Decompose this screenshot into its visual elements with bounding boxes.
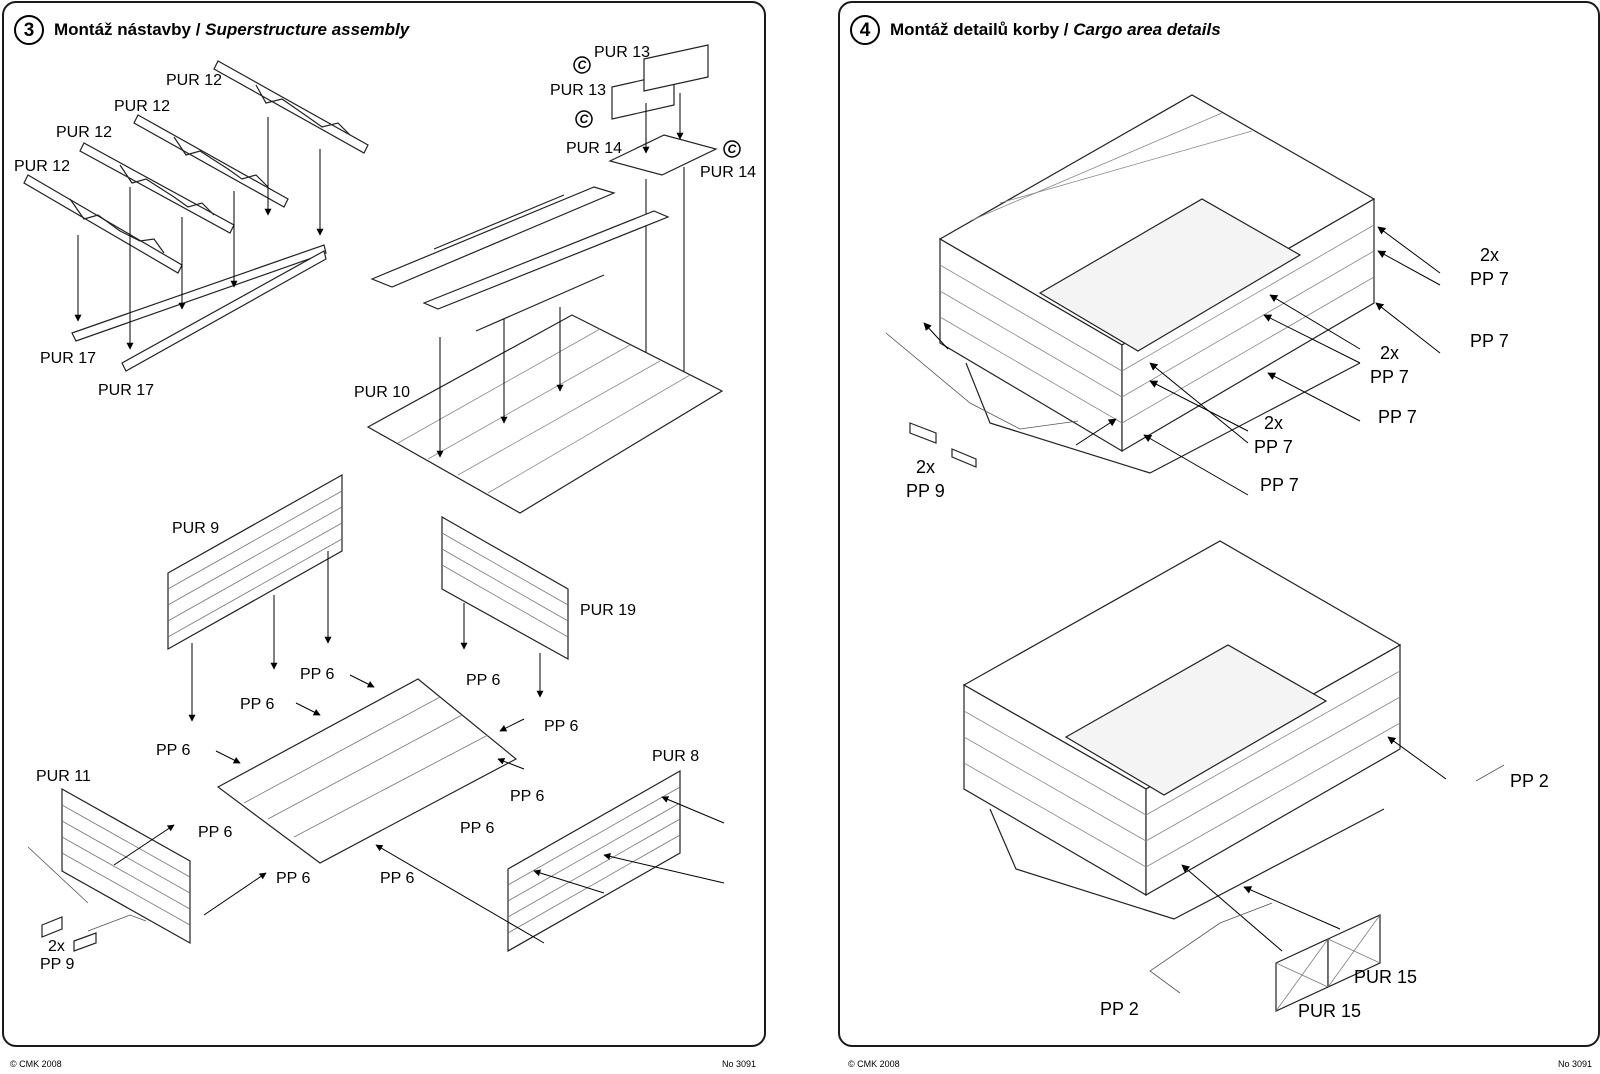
label-pur15-b: PUR 15 (1298, 1001, 1361, 1021)
pp7-arrows (923, 226, 1447, 952)
label-pur13-b: PUR 13 (550, 82, 606, 99)
label-pur14-b: PUR 14 (700, 164, 756, 181)
label-pur17-b: PUR 17 (98, 382, 154, 399)
pur12-frame-4 (213, 60, 369, 154)
pur17-rail-1 (71, 244, 327, 342)
step-4-panel: 4 Montáž detailů korby / Cargo area deta… (838, 1, 1600, 1047)
pur12-frame-3 (133, 114, 289, 208)
label-pp7-c: PP 7 (1370, 367, 1409, 387)
label-pp6-8: PP 6 (198, 824, 233, 841)
label-pp7-d: PP 7 (1378, 407, 1417, 427)
pur12-arrows (74, 117, 324, 350)
label-pur19: PUR 19 (580, 602, 636, 619)
label-2x-c: 2x (1264, 413, 1283, 433)
label-pur12-a: PUR 12 (166, 72, 222, 89)
pur11-end-panel (61, 787, 191, 945)
label-2x: 2x (48, 938, 65, 955)
pp9-plate-1 (909, 422, 937, 444)
label-pp9: PP 9 (906, 481, 945, 501)
label-pp6-7: PP 6 (460, 820, 495, 837)
label-pp2-b: PP 2 (1100, 999, 1139, 1019)
step-4-header: 4 Montáž detailů korby / Cargo area deta… (850, 15, 1221, 45)
pur19-end-panel (441, 515, 569, 661)
label-pp6-5: PP 6 (156, 742, 191, 759)
label-pur10: PUR 10 (354, 384, 410, 401)
step-3-title-en: Superstructure assembly (205, 20, 410, 39)
footer-number-left: No 3091 (722, 1059, 757, 1069)
pur12-frame-1 (23, 174, 183, 274)
label-pp6-2: PP 6 (466, 672, 501, 689)
pur8-side-panel (507, 769, 681, 953)
pp9-plate-2 (951, 448, 977, 468)
step-4-title-en: Cargo area details (1073, 20, 1221, 39)
label-pp6-4: PP 6 (544, 718, 579, 735)
label-pp7-a: PP 7 (1470, 269, 1509, 289)
pp9-part-2 (73, 932, 97, 952)
pur10-frame (370, 186, 670, 332)
pur12-frame-2 (79, 142, 235, 234)
pur10-floor (366, 314, 724, 514)
label-pur14-a: PUR 14 (566, 140, 622, 157)
step-3-title: Montáž nástavby / Superstructure assembl… (54, 20, 409, 40)
label-pur17-a: PUR 17 (40, 350, 96, 367)
footer-number-right: No 3091 (1558, 1059, 1593, 1069)
wagon-body-upper (938, 94, 1376, 474)
superstructure-assembly-drawing: PUR 12 PUR 12 PUR 12 PUR 12 PUR 17 PUR 1… (14, 44, 756, 973)
label-pp7-f: PP 7 (1260, 475, 1299, 495)
label-pp6-9: PP 6 (276, 870, 311, 887)
cement-mark-2: C (580, 112, 589, 126)
label-pur8: PUR 8 (652, 748, 699, 765)
pur17-rail-2 (121, 250, 327, 372)
label-pp9: PP 9 (40, 956, 75, 973)
label-pur12-d: PUR 12 (14, 158, 70, 175)
label-2x-a: 2x (1480, 245, 1499, 265)
label-pur15-a: PUR 15 (1354, 967, 1417, 987)
cement-mark-3: C (728, 142, 737, 156)
label-pp6-3: PP 6 (240, 696, 275, 713)
wagon-body-lower (962, 540, 1402, 920)
label-pp6-1: PP 6 (300, 666, 335, 683)
step-3-header: 3 Montáž nástavby / Superstructure assem… (14, 15, 409, 45)
cement-mark-1: C (578, 58, 587, 72)
step-4-title-cz: Montáž detailů korby / (890, 20, 1074, 39)
label-pp7-b: PP 7 (1470, 331, 1509, 351)
footer-copyright-left: © CMK 2008 (10, 1059, 62, 1069)
label-pur12-c: PUR 12 (56, 124, 112, 141)
label-pur13-a: PUR 13 (594, 44, 650, 61)
pp6-arrows (113, 551, 725, 944)
label-pp6-10: PP 6 (380, 870, 415, 887)
label-pur9: PUR 9 (172, 520, 219, 537)
label-2x-d: 2x (916, 457, 935, 477)
step-4-title: Montáž detailů korby / Cargo area detail… (890, 20, 1221, 40)
label-pur12-b: PUR 12 (114, 98, 170, 115)
step-3-panel: 3 Montáž nástavby / Superstructure assem… (2, 1, 766, 1047)
label-pp6-6: PP 6 (510, 788, 545, 805)
pur9-side-panel (167, 473, 343, 651)
footer-copyright-right: © CMK 2008 (848, 1059, 900, 1069)
label-2x-b: 2x (1380, 343, 1399, 363)
pp9-part (41, 916, 63, 938)
label-pp2-a: PP 2 (1510, 771, 1549, 791)
pur13-right (643, 44, 709, 92)
label-pur11: PUR 11 (36, 768, 91, 785)
cargo-floor (216, 678, 518, 864)
cargo-details-drawing: 2x PP 7 PP 7 2x PP 7 PP 7 2x PP 7 PP 7 2… (885, 94, 1549, 1021)
label-pp7-e: PP 7 (1254, 437, 1293, 457)
step-3-number: 3 (14, 15, 44, 45)
step-4-number: 4 (850, 15, 880, 45)
step-3-title-cz: Montáž nástavby / (54, 20, 206, 39)
